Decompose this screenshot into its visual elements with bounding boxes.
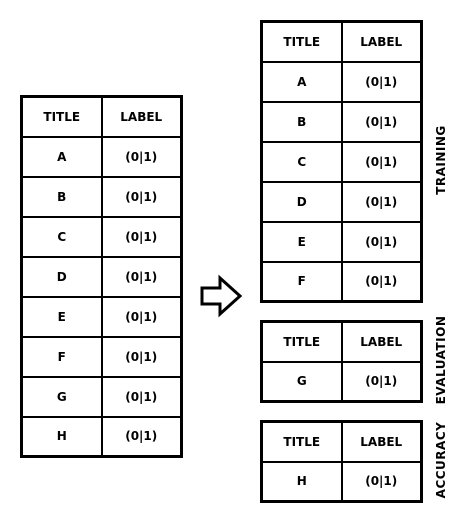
table-row: C (0|1) — [20, 215, 183, 258]
table-row: A (0|1) — [260, 60, 423, 103]
cell-title: B — [260, 100, 343, 143]
cell-title: G — [260, 360, 343, 403]
table-header-row: TITLE LABEL — [260, 420, 423, 463]
cell-label: (0|1) — [340, 60, 423, 103]
cell-label: (0|1) — [100, 295, 183, 338]
cell-title: B — [20, 175, 103, 218]
cell-title: G — [20, 375, 103, 418]
cell-label: (0|1) — [340, 220, 423, 263]
header-label: LABEL — [340, 20, 423, 63]
cell-title: F — [20, 335, 103, 378]
table-row: E (0|1) — [260, 220, 423, 263]
table-row: H (0|1) — [260, 460, 423, 503]
cell-label: (0|1) — [100, 335, 183, 378]
table-row: A (0|1) — [20, 135, 183, 178]
cell-label: (0|1) — [100, 255, 183, 298]
cell-label: (0|1) — [340, 100, 423, 143]
header-title: TITLE — [260, 420, 343, 463]
cell-label: (0|1) — [100, 375, 183, 418]
cell-label: (0|1) — [100, 135, 183, 178]
table-header-row: TITLE LABEL — [260, 320, 423, 363]
cell-title: F — [260, 260, 343, 303]
cell-label: (0|1) — [340, 360, 423, 403]
cell-title: C — [20, 215, 103, 258]
header-label: LABEL — [340, 420, 423, 463]
cell-label: (0|1) — [340, 180, 423, 223]
header-title: TITLE — [260, 320, 343, 363]
cell-title: D — [20, 255, 103, 298]
cell-label: (0|1) — [100, 175, 183, 218]
cell-title: E — [20, 295, 103, 338]
table-row: D (0|1) — [260, 180, 423, 223]
header-label: LABEL — [100, 95, 183, 138]
table-row: G (0|1) — [20, 375, 183, 418]
header-title: TITLE — [260, 20, 343, 63]
evaluation-table: TITLE LABEL G (0|1) — [260, 320, 423, 403]
cell-label: (0|1) — [340, 460, 423, 503]
right-arrow-icon — [200, 274, 243, 318]
accuracy-label: ACCURACY — [434, 421, 448, 499]
table-row: D (0|1) — [20, 255, 183, 298]
cell-label: (0|1) — [100, 215, 183, 258]
cell-title: A — [260, 60, 343, 103]
cell-title: H — [20, 415, 103, 458]
table-row: C (0|1) — [260, 140, 423, 183]
accuracy-table: TITLE LABEL H (0|1) — [260, 420, 423, 503]
header-label: LABEL — [340, 320, 423, 363]
cell-label: (0|1) — [340, 260, 423, 303]
cell-title: A — [20, 135, 103, 178]
cell-title: D — [260, 180, 343, 223]
table-row: B (0|1) — [20, 175, 183, 218]
header-title: TITLE — [20, 95, 103, 138]
table-row: H (0|1) — [20, 415, 183, 458]
table-row: F (0|1) — [260, 260, 423, 303]
table-row: F (0|1) — [20, 335, 183, 378]
table-row: G (0|1) — [260, 360, 423, 403]
training-label: TRAINING — [434, 125, 448, 195]
table-header-row: TITLE LABEL — [20, 95, 183, 138]
cell-title: C — [260, 140, 343, 183]
training-table: TITLE LABEL A (0|1) B (0|1) C (0|1) D (0… — [260, 20, 423, 303]
cell-title: H — [260, 460, 343, 503]
cell-label: (0|1) — [100, 415, 183, 458]
table-row: E (0|1) — [20, 295, 183, 338]
cell-label: (0|1) — [340, 140, 423, 183]
table-row: B (0|1) — [260, 100, 423, 143]
cell-title: E — [260, 220, 343, 263]
source-table: TITLE LABEL A (0|1) B (0|1) C (0|1) D (0… — [20, 95, 183, 458]
table-header-row: TITLE LABEL — [260, 20, 423, 63]
